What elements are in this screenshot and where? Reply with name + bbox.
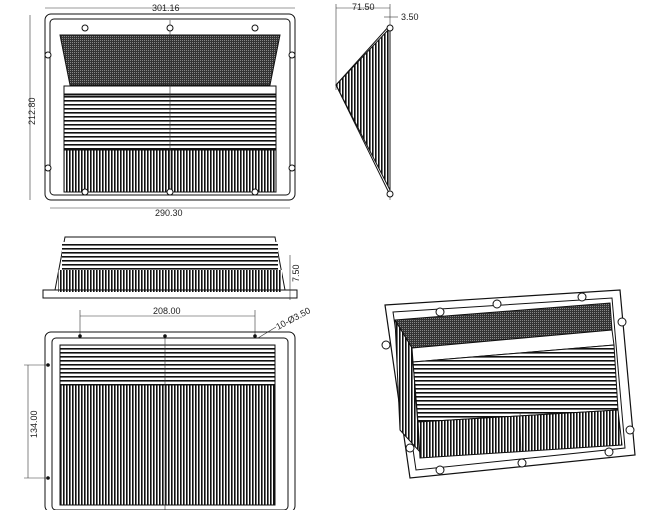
flange-dimension: 7.50 [291,264,301,282]
isometric-view [381,289,636,479]
side-view: 71.50 3.50 [335,2,419,200]
depth-dimension: 71.50 [352,2,375,12]
hole-callout: 10-Ø3.50 [274,305,312,331]
bottom-view: 208.00 10-Ø3.50 134.00 [24,305,312,510]
top-view: 301.16 212.80 290.30 [27,3,296,218]
lip-dimension: 3.50 [401,12,419,22]
front-view: 7.50 [42,236,301,300]
height-dimension-bottom: 134.00 [29,410,39,438]
inner-width-dimension: 290.30 [155,208,183,218]
width-dimension: 301.16 [152,3,180,13]
hole-spacing-dimension: 208.00 [153,306,181,316]
height-dimension: 212.80 [27,97,37,125]
mounting-hole-icons [44,24,296,196]
